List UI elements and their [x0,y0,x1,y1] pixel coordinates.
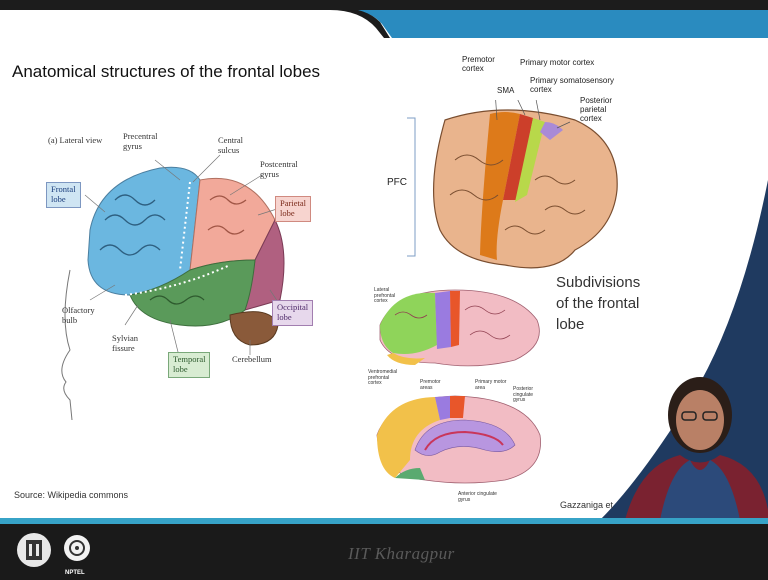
iit-logo-icon [14,530,54,572]
presenter-panel [600,180,768,520]
institute-name: IIT Kharagpur [348,544,455,564]
header-band [0,0,768,38]
primary-motor-cortex-label: Primary motor cortex [520,58,594,67]
figure-credit: Gazzaniga et [560,500,613,510]
subdivision-medial-figure [365,390,550,490]
face-outline [62,270,72,420]
sma-label: SMA [497,86,514,95]
slide-title: Anatomical structures of the frontal lob… [12,62,320,82]
nptel-logo-icon [62,533,92,567]
source-note: Source: Wikipedia commons [14,490,128,500]
lateral-view-caption: (a) Lateral view [48,136,102,146]
cerebellum-label: Cerebellum [232,355,272,365]
pfc-label: PFC [387,177,407,189]
nptel-logo-text: NPTEL [65,570,85,576]
pfc-brain-figure [385,100,625,280]
header-graphic [0,0,768,38]
cerebellum-region [230,312,278,345]
